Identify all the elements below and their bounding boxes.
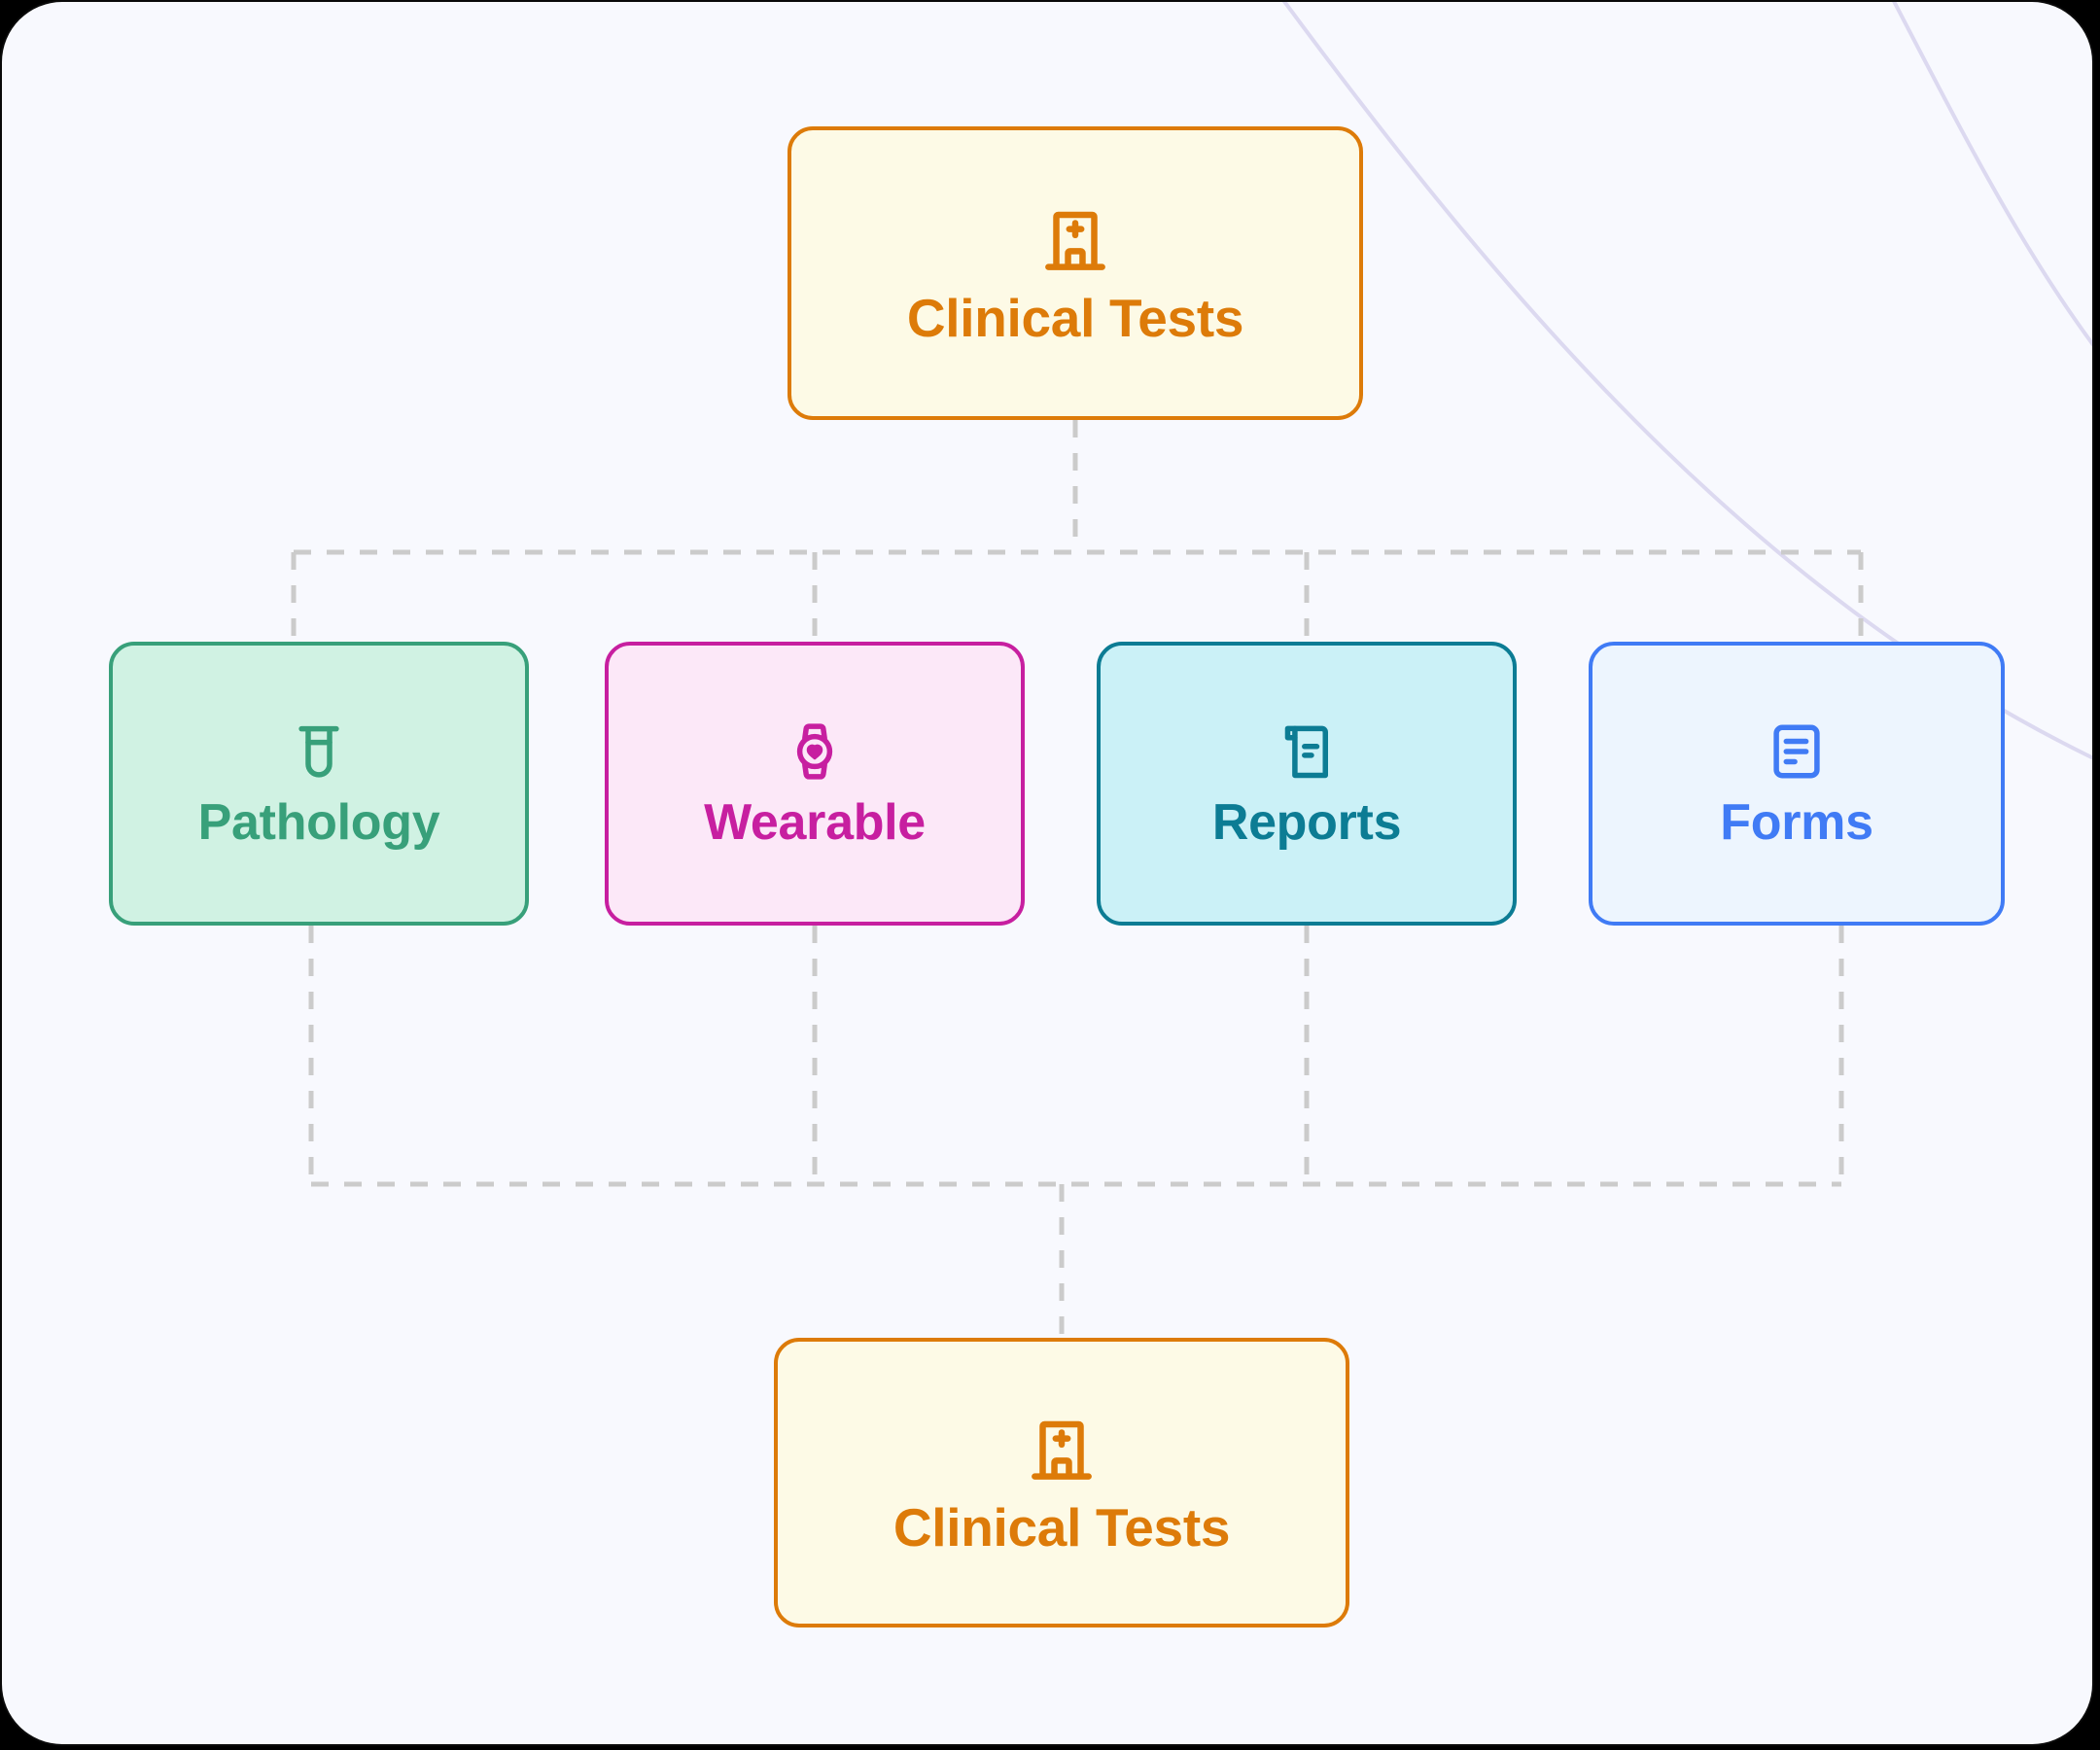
form-document-icon <box>1765 719 1829 784</box>
node-label: Forms <box>1720 794 1873 851</box>
smartwatch-heart-icon <box>783 719 847 784</box>
node-label: Wearable <box>704 794 926 851</box>
hospital-icon <box>1024 1412 1100 1488</box>
hospital-icon <box>1037 202 1113 278</box>
node-label: Clinical Tests <box>892 1496 1231 1558</box>
node-clinical-tests-leaf[interactable]: Clinical Tests <box>774 1338 1349 1628</box>
scroll-report-icon <box>1275 719 1339 784</box>
node-label: Pathology <box>197 794 440 851</box>
node-forms[interactable]: Forms <box>1589 642 2005 926</box>
node-pathology[interactable]: Pathology <box>109 642 529 926</box>
test-tube-icon <box>287 719 351 784</box>
node-wearable[interactable]: Wearable <box>605 642 1025 926</box>
node-label: Clinical Tests <box>906 287 1244 348</box>
node-label: Reports <box>1211 794 1402 851</box>
node-reports[interactable]: Reports <box>1097 642 1517 926</box>
node-clinical-tests-root[interactable]: Clinical Tests <box>788 126 1363 420</box>
decorative-arc-inner <box>1892 2 2092 347</box>
